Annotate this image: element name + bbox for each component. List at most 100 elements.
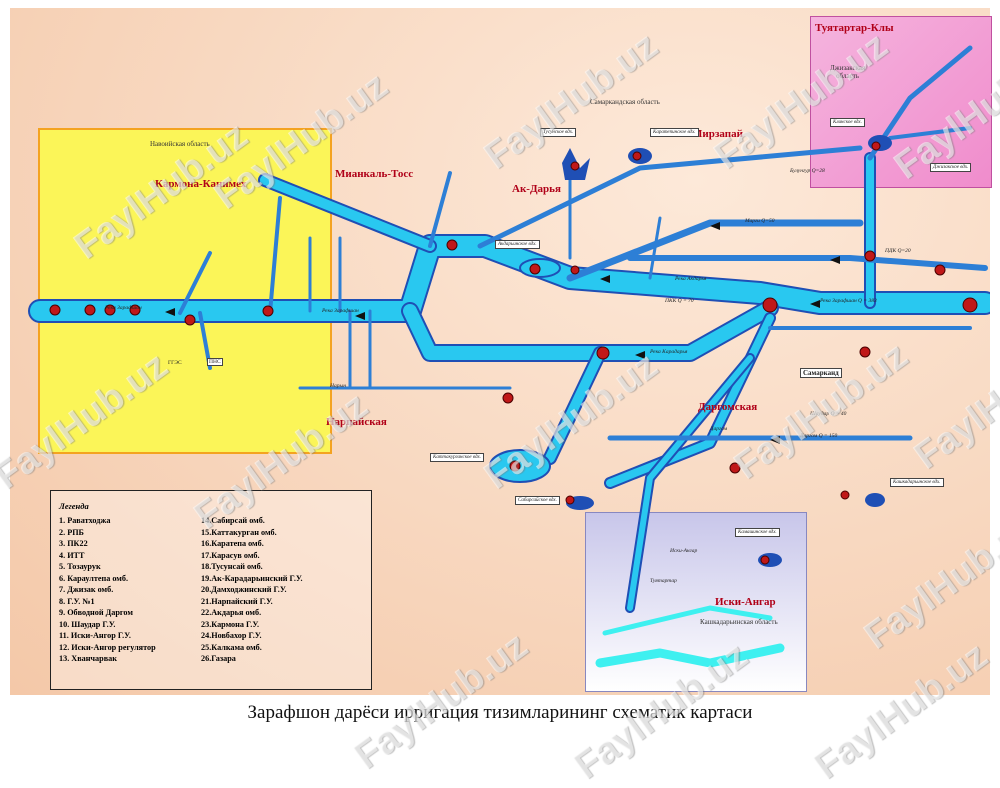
legend-item: 6. Караултепа омб.	[59, 573, 128, 583]
legend-item: 25.Калкама омб.	[201, 642, 262, 652]
jizzakh-region-box	[810, 16, 992, 188]
node-marker	[871, 141, 881, 151]
flow-arrows	[165, 222, 840, 444]
legend-item: 2. РПБ	[59, 527, 84, 537]
node-marker	[502, 392, 514, 404]
karmana-region-label: Кармона-Канимех	[155, 178, 247, 190]
legend-item: 5. Тозаурук	[59, 562, 101, 571]
kashkadarya-oblast-label: Кашкадарьинская область	[700, 618, 778, 626]
flow-arrow	[355, 312, 365, 320]
node-marker	[760, 555, 770, 565]
navoi-oblast-label: Навоийская область	[150, 140, 210, 148]
map-panel: Навоийская область Кармона-Канимех Мианк…	[10, 8, 992, 695]
aktash-reservoir-label: Акдарьинское вдх.	[495, 240, 540, 249]
flow-arrow	[165, 308, 175, 316]
sabirsai-reservoir-label: Сабирсайское вдх.	[515, 496, 560, 505]
kashkadarya-reservoir-label: Кашкадарьинское вдх.	[890, 478, 944, 487]
akdarya-region-label: Ак-Дарья	[512, 183, 561, 195]
node-marker	[934, 264, 946, 276]
legend-item: 20.Дамходжинский Г.У.	[201, 585, 287, 594]
shaudar-flow-label: Шаудар Q = 40	[810, 411, 847, 417]
legend-item: 11. Иски-Ангор Г.У.	[59, 631, 131, 640]
headworks-nodes	[49, 141, 978, 565]
legend-item: 23.Кармона Г.У.	[201, 619, 260, 629]
legend-item: 24.Новбахор Г.У.	[201, 631, 262, 640]
akdarya-upper-canal	[566, 219, 864, 282]
akdarya-river-label: Река Акдарья	[675, 276, 707, 282]
mirzapai-region-label: Мирзапай	[692, 128, 743, 140]
narpai-region-label: Нарпайская	[326, 416, 387, 428]
dargom-region-label: Даргомская	[698, 401, 758, 413]
flow-arrow	[810, 300, 820, 308]
tuyatartar-region-label: Туятартар-Клы	[815, 22, 894, 34]
iski-angar-region-label: Иски-Ангар	[715, 596, 776, 608]
legend-item: 10. Шаудар Г.У.	[59, 619, 116, 629]
node-marker	[596, 346, 610, 360]
legend-item: 17.Карасув омб.	[201, 550, 260, 560]
flow-arrow	[600, 275, 610, 283]
kashka-south-reservoir	[865, 493, 885, 507]
bulungur-canal-label: Булунгур Q=28	[790, 168, 825, 174]
naryn-canal-label: Нарын	[330, 383, 346, 389]
legend-item: 16.Каратепа омб.	[201, 539, 264, 548]
legend-item: 7. Джизак омб.	[59, 585, 114, 594]
flow-arrow	[830, 256, 840, 264]
legend-item: 15.Каттакурган омб.	[201, 527, 277, 537]
iski-angar-canal	[627, 355, 753, 611]
miankal-canal	[260, 175, 435, 251]
node-marker	[49, 304, 61, 316]
akdarya-east-canal	[648, 216, 662, 280]
node-marker	[129, 304, 141, 316]
node-marker	[529, 263, 541, 275]
legend-item: 8. Г.У. №1	[59, 596, 95, 606]
jizzakh-oblast-label: Джизакская область	[830, 64, 866, 80]
kashka-lower-river-2	[602, 605, 773, 636]
legend-item: 14.Сабирсай омб.	[201, 516, 265, 525]
zarafshan-river-label-mid: Река Зарафшан	[322, 308, 359, 314]
node-marker	[184, 314, 196, 326]
tusun-reservoir-label: Тусунское вдх.	[540, 128, 577, 137]
north-miankal-canal	[428, 171, 452, 248]
dargom-flow-label: Даргом Q = 150	[800, 433, 838, 439]
node-marker	[864, 250, 876, 262]
bulungur-canal	[477, 145, 863, 249]
legend-item: 21.Нарпайский Г.У.	[201, 596, 273, 606]
flow-arrow	[770, 436, 780, 444]
legend-column-2: 14.Сабирсай омб. 15.Каттакурган омб. 16.Ка…	[201, 515, 303, 665]
flow-arrow	[710, 222, 720, 230]
legend-item: 26.Газара	[201, 654, 236, 663]
navoi-canal-1	[178, 251, 212, 315]
pumping-station-label: ПНС	[207, 358, 223, 366]
margi-canal-label: Марги Q=50	[745, 218, 775, 224]
node-marker	[570, 161, 580, 171]
legend-item: 3. ПК22	[59, 539, 88, 548]
node-marker	[565, 495, 575, 505]
node-marker	[84, 304, 96, 316]
legend-item: 13. Хванчарвак	[59, 654, 117, 663]
node-marker	[859, 346, 871, 358]
tuyatartar-canal-label: Туятартар	[650, 578, 677, 584]
flow-arrow	[635, 351, 645, 359]
legend-title: Легенда	[59, 501, 89, 511]
karadarya-river	[403, 301, 777, 360]
legend-item: 22.Акдарья омб.	[201, 608, 262, 617]
kly-reservoir-label: Клинское вдх.	[830, 118, 865, 127]
zarafshan-river-label-east: Река Зарафшан Q = 383	[820, 298, 877, 304]
kamashi-reservoir-label: Камашинское вдх.	[735, 528, 780, 537]
legend-item: 12. Иски-Ангор регулятор	[59, 642, 156, 652]
margi-canal	[627, 255, 988, 271]
node-marker	[632, 151, 642, 161]
legend-item: 1. Раватходжа	[59, 516, 111, 525]
iski-angar-canal-label: Иски-Ангар	[670, 548, 698, 554]
kly-reservoir	[868, 135, 892, 151]
karadarya-river-label: Река Карадарья	[650, 349, 688, 355]
reservoirs	[489, 135, 892, 567]
node-marker	[570, 265, 580, 275]
dargom-canal-label: Даргом	[710, 426, 728, 432]
legend-item: 18.Тусунсай омб.	[201, 562, 263, 571]
navoi-canal-2	[268, 196, 282, 315]
kashka-lower-river	[595, 643, 785, 668]
irrigation-map	[28, 45, 990, 668]
node-marker	[840, 490, 850, 500]
